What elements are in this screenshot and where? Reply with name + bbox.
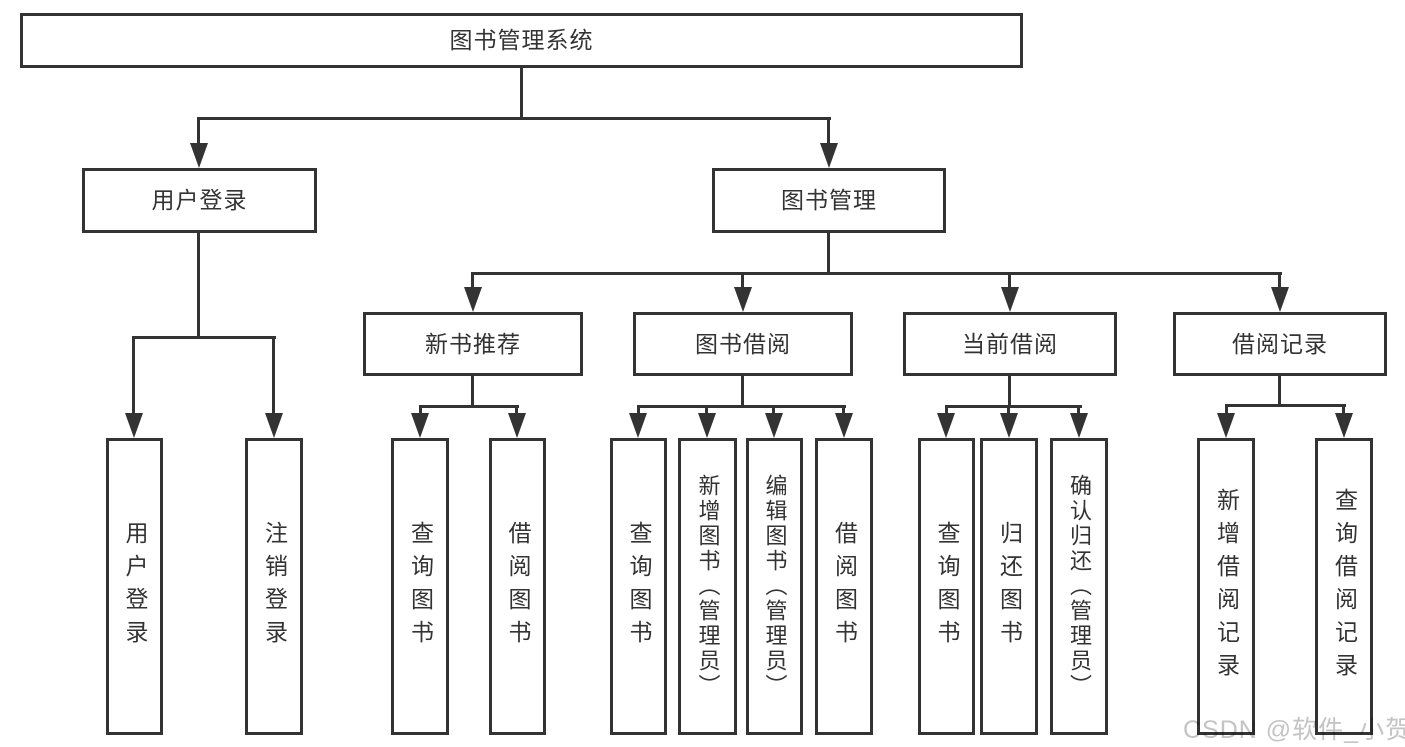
connector-segment	[197, 117, 200, 149]
arrowhead-down-icon	[698, 413, 716, 438]
arrowhead-down-icon	[629, 413, 647, 438]
node-book-borrow: 图书借阅	[633, 312, 853, 376]
node-user-login: 用户登录	[82, 168, 317, 233]
node-borrow-records: 借阅记录	[1173, 312, 1387, 376]
arrowhead-down-icon	[1335, 413, 1353, 438]
node-label: 图书管理	[781, 187, 877, 213]
connector-segment	[1077, 405, 1080, 419]
arrowhead-down-icon	[1271, 287, 1289, 312]
connector-segment	[1225, 404, 1228, 418]
arrowhead-down-icon	[508, 413, 526, 438]
connector-segment	[1278, 376, 1281, 406]
connector-segment	[520, 68, 523, 120]
node-label: 图书管理系统	[449, 27, 594, 53]
connector-segment	[1008, 376, 1011, 407]
connector-segment	[419, 405, 519, 408]
connector-segment	[1278, 272, 1281, 292]
arrowhead-down-icon	[464, 287, 482, 312]
node-label: 用户登录	[151, 187, 248, 213]
connector-segment	[705, 405, 708, 419]
arrowhead-down-icon	[265, 413, 283, 438]
connector-segment	[471, 272, 1282, 275]
node-leaf-br-query-record: 查询借阅记录	[1315, 438, 1373, 735]
node-label: 查询图书	[934, 520, 960, 653]
arrowhead-down-icon	[411, 413, 429, 438]
connector-segment	[1008, 272, 1011, 292]
arrowhead-down-icon	[1217, 413, 1235, 438]
node-label: 查询借阅记录	[1331, 487, 1358, 686]
node-system: 图书管理系统	[20, 13, 1023, 68]
node-current-borrow: 当前借阅	[903, 312, 1117, 376]
node-leaf-rec-query-book: 查询图书	[391, 438, 449, 735]
node-label: 借阅图书	[505, 520, 531, 653]
connector-segment	[827, 117, 830, 149]
connector-segment	[1225, 404, 1346, 407]
connector-segment	[741, 376, 744, 407]
node-leaf-cb-query-book: 查询图书	[918, 438, 975, 735]
node-new-book-rec: 新书推荐	[363, 312, 583, 376]
node-leaf-bb-borrow-book: 借阅图书	[815, 438, 873, 735]
connector-segment	[471, 272, 474, 292]
node-label: 借阅记录	[1232, 330, 1328, 357]
node-label: 当前借阅	[962, 330, 1058, 357]
node-label: 新增图书（管理员）	[695, 474, 721, 699]
node-leaf-logout: 注销登录	[245, 438, 303, 735]
connector-segment	[945, 405, 948, 419]
arrowhead-down-icon	[1000, 413, 1018, 438]
arrowhead-down-icon	[125, 413, 143, 438]
connector-segment	[132, 336, 135, 418]
arrowhead-down-icon	[1001, 287, 1019, 312]
node-leaf-bb-add-book-admin: 新增图书（管理员）	[678, 438, 737, 735]
node-leaf-bb-edit-book-admin: 编辑图书（管理员）	[746, 438, 803, 735]
connector-segment	[741, 272, 744, 292]
watermark: CSDN @软件_小贺同学	[1183, 716, 1405, 744]
connector-segment	[419, 405, 422, 419]
node-label: 注销登录	[261, 520, 288, 653]
node-label: 新书推荐	[425, 330, 521, 357]
arrowhead-down-icon	[190, 143, 208, 168]
connector-segment	[1342, 404, 1345, 418]
node-label: 借阅图书	[831, 520, 858, 653]
connector-segment	[945, 405, 1082, 408]
node-label: 用户登录	[122, 520, 148, 653]
connector-segment	[132, 336, 276, 339]
arrowhead-down-icon	[1070, 413, 1088, 438]
node-book-mgmt: 图书管理	[712, 168, 946, 233]
connector-segment	[637, 405, 846, 408]
connector-segment	[772, 405, 775, 419]
node-leaf-cb-return-book: 归还图书	[980, 438, 1038, 735]
node-label: 图书借阅	[695, 330, 791, 357]
node-label: 确认归还（管理员）	[1067, 474, 1092, 699]
node-leaf-user-login: 用户登录	[106, 438, 163, 735]
node-leaf-bb-query-book: 查询图书	[610, 438, 667, 735]
node-label: 新增借阅记录	[1213, 487, 1240, 686]
node-label: 查询图书	[407, 520, 434, 653]
node-leaf-br-add-record: 新增借阅记录	[1197, 438, 1255, 735]
connector-segment	[842, 405, 845, 419]
arrowhead-down-icon	[937, 413, 955, 438]
node-leaf-rec-borrow-book: 借阅图书	[489, 438, 546, 735]
arrowhead-down-icon	[734, 287, 752, 312]
node-label: 归还图书	[996, 520, 1023, 653]
arrowhead-down-icon	[765, 413, 783, 438]
connector-segment	[827, 233, 830, 275]
connector-segment	[515, 405, 518, 419]
connector-segment	[471, 376, 474, 407]
node-leaf-cb-confirm-admin: 确认归还（管理员）	[1050, 438, 1108, 735]
node-label: 查询图书	[626, 520, 652, 653]
connector-segment	[1007, 405, 1010, 419]
connector-segment	[198, 117, 831, 120]
connector-segment	[637, 405, 640, 419]
arrowhead-down-icon	[820, 143, 838, 168]
connector-segment	[272, 336, 275, 418]
arrowhead-down-icon	[835, 413, 853, 438]
node-label: 编辑图书（管理员）	[762, 474, 788, 699]
connector-segment	[197, 233, 200, 338]
